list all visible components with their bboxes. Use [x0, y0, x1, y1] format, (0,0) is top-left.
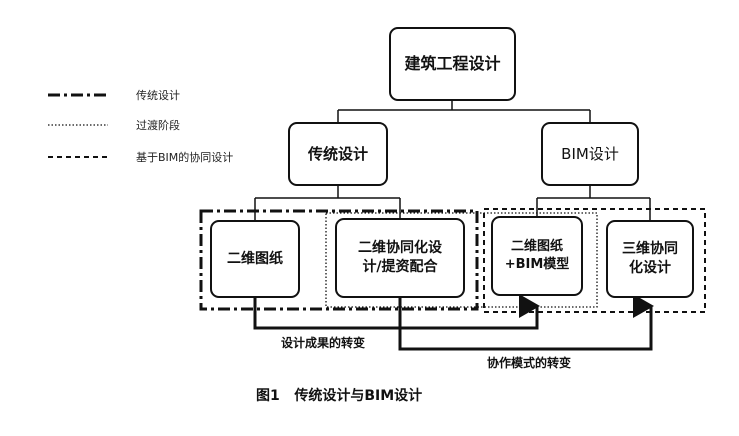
collab-2d-node: 二维协同化设 计/提资配合: [335, 218, 465, 298]
transition-group-frame: [325, 212, 598, 308]
collab-3d-label-line2: 化设计: [629, 260, 671, 276]
mode-change-label: 协作模式的转变: [487, 356, 572, 370]
root-node: 建筑工程设计: [389, 27, 516, 101]
result-change-label: 设计成果的转变: [281, 336, 366, 350]
drawing-2d-node: 二维图纸: [210, 220, 300, 298]
collab-2d-label-line1: 二维协同化设: [358, 240, 442, 257]
drawing-bim-label-line2: +BIM模型: [504, 257, 570, 272]
traditional-design-label: 传统设计: [307, 144, 368, 163]
figure-caption: 图1 传统设计与BIM设计: [256, 388, 423, 404]
traditional-design-node: 传统设计: [288, 122, 388, 186]
result-change-arrow: [253, 294, 540, 330]
legend-label-transition: 过渡阶段: [136, 119, 180, 132]
collab-3d-label-line1: 三维协同: [622, 241, 678, 258]
collab-3d-node: 三维协同 化设计: [606, 220, 694, 298]
bim-design-node: BIM设计: [541, 122, 639, 186]
drawing-bim-label-line1: 二维图纸: [510, 239, 563, 255]
drawing-2d-label: 二维图纸: [227, 250, 283, 267]
bim-group-frame: [483, 208, 706, 313]
collab-2d-label-line2: 计/提资配合: [362, 259, 438, 275]
legend-label-bim-collab: 基于BIM的协同设计: [136, 151, 234, 164]
bim-design-label: BIM设计: [561, 144, 619, 163]
drawing-bim-node: 二维图纸 +BIM模型: [491, 216, 583, 296]
mode-change-arrow: [398, 294, 654, 351]
traditional-group-frame: [199, 209, 479, 311]
legend-label-traditional: 传统设计: [136, 89, 180, 102]
root-node-label: 建筑工程设计: [404, 54, 501, 74]
